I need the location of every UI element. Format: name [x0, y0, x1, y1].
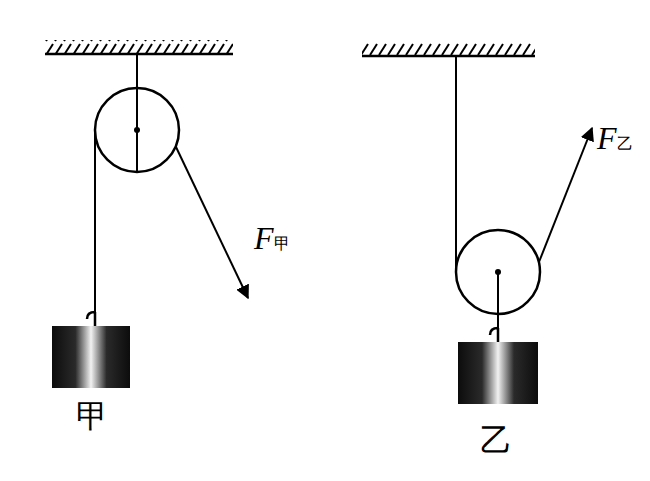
force-label: F甲 — [254, 222, 290, 254]
force-label: F乙 — [597, 122, 633, 154]
force-arrow — [176, 147, 248, 298]
pulley-hanger — [136, 54, 138, 88]
figure-label: 乙 — [480, 424, 512, 456]
ceiling — [45, 53, 233, 56]
weight — [458, 342, 538, 404]
rope — [94, 130, 96, 312]
weight — [52, 326, 130, 388]
fixed-pulley-setup — [45, 40, 248, 388]
pulley-wheel — [95, 88, 179, 172]
force-arrow — [539, 128, 592, 262]
ceiling — [362, 55, 535, 58]
figure-label: 甲 — [76, 400, 108, 432]
hook — [87, 312, 95, 326]
hook — [490, 328, 498, 342]
pulley-axle — [134, 127, 140, 133]
ceiling-hatch — [45, 40, 233, 53]
pulley-hanger — [497, 272, 499, 330]
ceiling-hatch — [362, 42, 535, 55]
movable-pulley-setup — [362, 42, 592, 404]
rope — [455, 56, 457, 272]
